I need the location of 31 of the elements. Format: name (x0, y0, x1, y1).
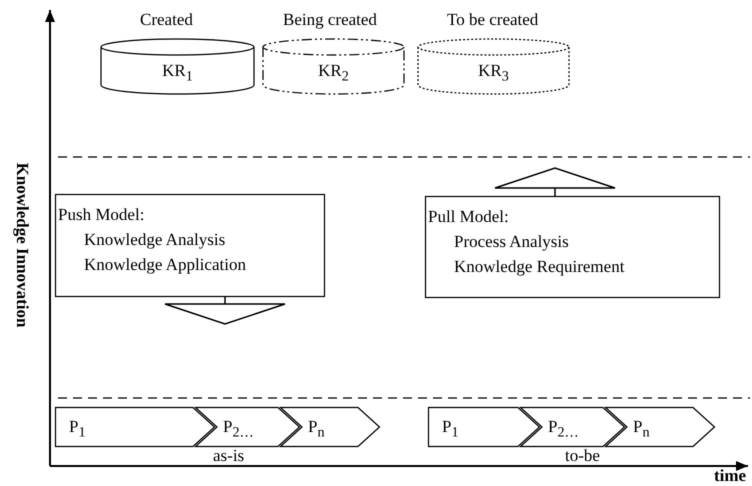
arrow (494, 167, 616, 196)
model-box (425, 196, 720, 298)
node-label: KR$_{2}$ (317, 60, 350, 86)
process-step (428, 407, 540, 447)
chain-label: as-is (213, 446, 244, 466)
model-text: Push Model: Knowledge Analysis Knowledge Application (58, 204, 246, 276)
node-label: Being created (283, 10, 377, 30)
repository-cylinder (262, 38, 405, 94)
model-text: Pull Model: Process Analysis Knowledge Requirement (428, 206, 624, 278)
node-label: Created (140, 10, 193, 30)
node-label: P$_{1}$ (442, 416, 459, 442)
repository-cylinder (417, 38, 570, 94)
repository-cylinder (100, 38, 255, 94)
node-label: KR$_{3}$ (477, 60, 510, 86)
node-label: P$_{n}$ (633, 416, 650, 442)
arrow (164, 297, 286, 325)
node-label: P$_{1}$ (69, 416, 86, 442)
node-label: P$_{n}$ (308, 416, 325, 442)
node-label: P$_{2…}$ (223, 416, 254, 442)
node-label: P$_{2…}$ (548, 416, 579, 442)
axis-title: Knowledge Innovation (12, 162, 32, 328)
model-box (55, 194, 325, 297)
node-label: To be created (447, 10, 538, 30)
process-step (280, 407, 380, 447)
process-step (55, 407, 215, 447)
process-step (520, 407, 625, 447)
chain-label: to-be (565, 446, 600, 466)
process-step (195, 407, 300, 447)
axis-title: time (714, 466, 746, 486)
node-label: KR$_{1}$ (161, 60, 194, 86)
process-step (605, 407, 715, 447)
